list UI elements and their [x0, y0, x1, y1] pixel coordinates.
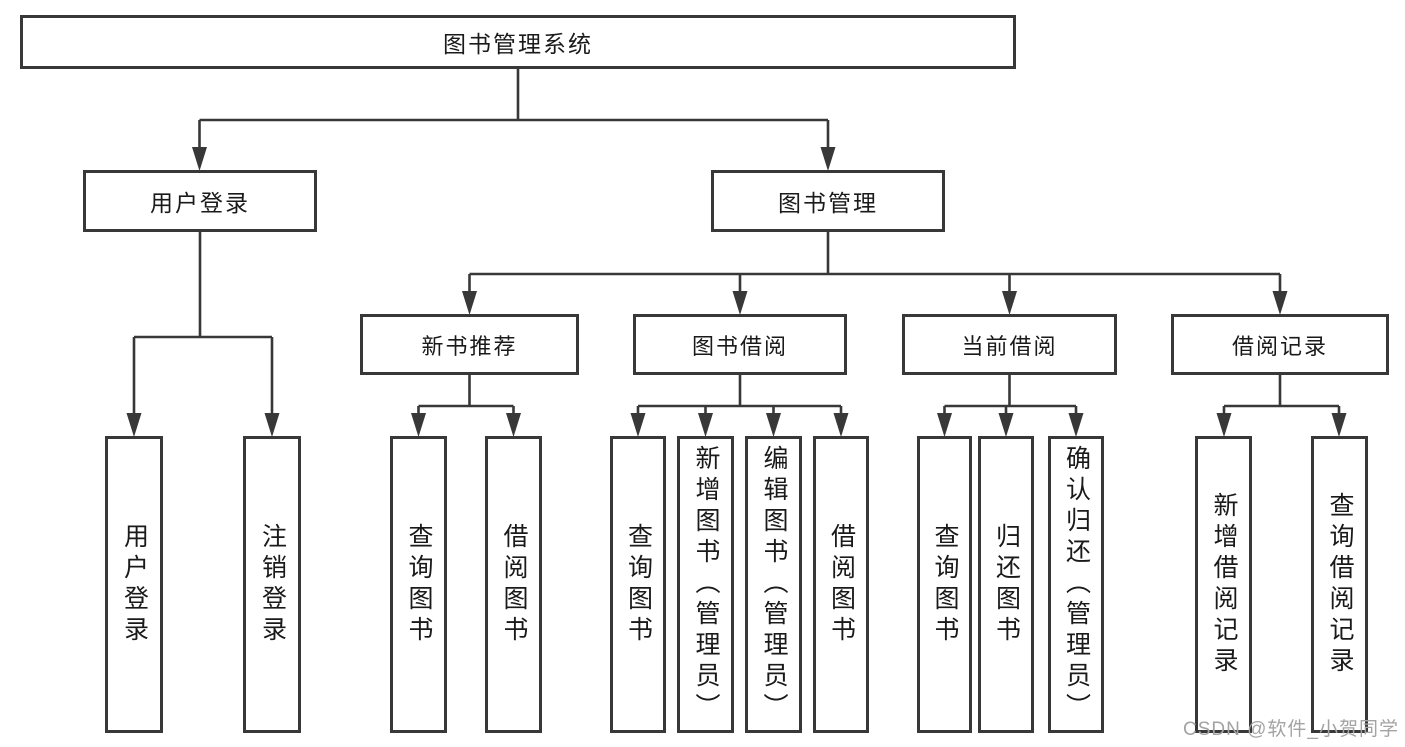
arrowhead-down-icon: [1272, 291, 1288, 315]
node-user-login: 用户登录: [83, 170, 317, 232]
leaf-logout: 注销登录: [243, 436, 301, 733]
leaf-label: 查询借阅记录: [1326, 491, 1354, 678]
leaf-return-book: 归还图书: [978, 436, 1034, 733]
leaf-user-login: 用户登录: [105, 436, 163, 733]
arrowhead-down-icon: [833, 413, 849, 437]
leaf-label: 新增图书（管理员）: [692, 445, 720, 724]
arrowhead-down-icon: [192, 147, 207, 171]
leaf-edit-book-admin: 编辑图书（管理员）: [745, 436, 802, 733]
leaf-query-borrow-record: 查询借阅记录: [1311, 436, 1368, 733]
leaf-label: 注销登录: [258, 522, 287, 647]
leaf-label: 借阅图书: [500, 522, 528, 647]
arrowhead-down-icon: [732, 291, 748, 315]
watermark: CSDN @软件_小贺同学: [1183, 719, 1399, 740]
connector-book-management-branch: [468, 232, 1282, 294]
arrowhead-down-icon: [126, 413, 142, 437]
node-borrow-record: 借阅记录: [1171, 314, 1389, 375]
leaf-label: 借阅图书: [827, 522, 856, 647]
arrowhead-down-icon: [1068, 413, 1084, 437]
arrowhead-down-icon: [766, 413, 781, 437]
arrowhead-down-icon: [411, 413, 426, 437]
arrowhead-down-icon: [1002, 291, 1017, 315]
arrowhead-down-icon: [820, 147, 836, 171]
leaf-confirm-return-admin: 确认归还（管理员）: [1048, 436, 1104, 733]
arrowhead-down-icon: [698, 413, 713, 437]
arrowhead-down-icon: [998, 413, 1014, 437]
leaf-query-book: 查询图书: [610, 436, 666, 733]
arrowhead-down-icon: [506, 413, 521, 437]
node-book-management: 图书管理: [711, 170, 945, 232]
arrowhead-down-icon: [1331, 413, 1347, 437]
leaf-query-book-recommend: 查询图书: [390, 436, 447, 733]
connector-current-borrow-branch: [943, 375, 1078, 418]
arrowhead-down-icon: [630, 413, 646, 437]
leaf-add-borrow-record: 新增借阅记录: [1195, 436, 1252, 733]
connector-user-login-branch: [132, 232, 274, 416]
node-book-borrow: 图书借阅: [633, 314, 847, 375]
node-current-borrow: 当前借阅: [902, 314, 1117, 375]
arrowhead-down-icon: [1216, 413, 1232, 437]
arrowhead-down-icon: [937, 413, 952, 437]
leaf-label: 确认归还（管理员）: [1062, 445, 1091, 724]
leaf-borrow-book-recommend: 借阅图书: [485, 436, 542, 733]
leaf-label: 查询图书: [931, 522, 959, 647]
leaf-label: 查询图书: [405, 522, 433, 647]
leaf-label: 编辑图书（管理员）: [760, 445, 788, 724]
connector-book-borrow-branch: [636, 375, 843, 418]
connector-new-book-branch: [417, 375, 515, 418]
connector-borrow-record-branch: [1222, 375, 1341, 418]
leaf-label: 新增借阅记录: [1210, 491, 1238, 678]
node-new-book-recommend: 新书推荐: [360, 314, 579, 375]
arrowhead-down-icon: [264, 413, 280, 437]
leaf-label: 用户登录: [120, 522, 149, 647]
leaf-label: 查询图书: [624, 522, 653, 647]
leaf-add-book-admin: 新增图书（管理员）: [677, 436, 734, 733]
arrowhead-down-icon: [462, 291, 477, 315]
node-root-system: 图书管理系统: [20, 15, 1016, 69]
connector-root-to-level1: [198, 69, 830, 150]
leaf-query-current: 查询图书: [917, 436, 972, 733]
leaf-borrow-book: 借阅图书: [813, 436, 869, 733]
leaf-label: 归还图书: [992, 522, 1021, 647]
